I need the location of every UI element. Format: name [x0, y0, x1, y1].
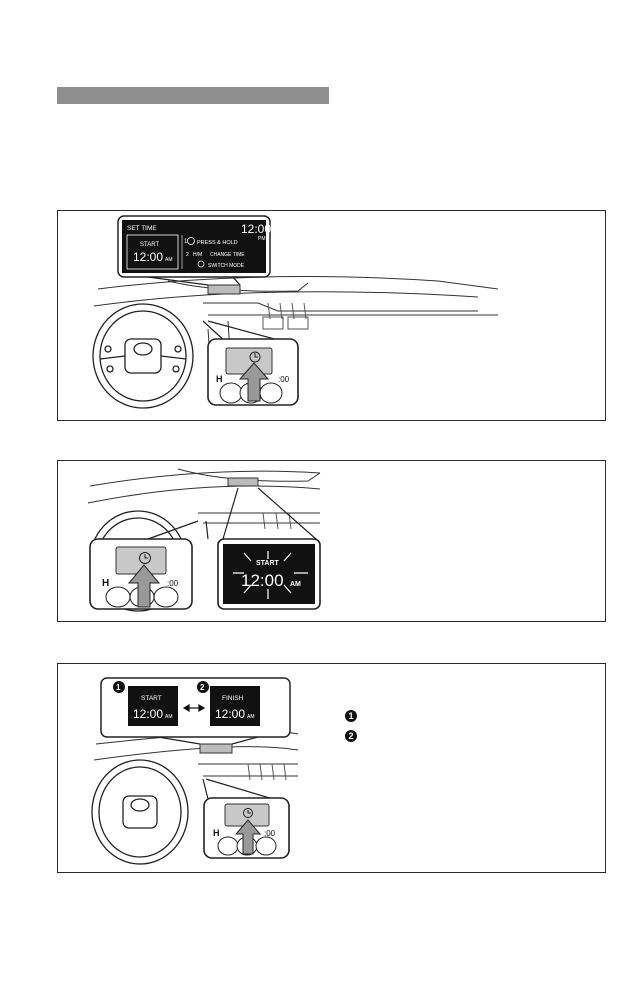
dashboard-illustration: H :00 START 12:00 AM [87, 468, 321, 612]
dashboard-outline [87, 468, 321, 524]
flashing-display-callout: START 12:00 AM [217, 538, 321, 610]
press-arrow-icon [234, 819, 262, 855]
m-button-label: :00 [278, 375, 290, 384]
clock-icon [249, 351, 261, 363]
steering-wheel-icon [92, 303, 194, 409]
step1-text: PRESS & HOLD [197, 240, 238, 246]
lcd-callout: SET TIME START 12:00 AM 12:00 PM 1 PRESS… [117, 215, 271, 278]
illustration-panel-1: SET TIME START 12:00 AM 12:00 PM 1 PRESS… [57, 210, 606, 421]
clock-icon [187, 237, 195, 245]
press-arrow-icon [238, 362, 270, 402]
start-ampm: AM [165, 714, 173, 720]
flash-rays [233, 551, 308, 599]
mode-icon [197, 260, 205, 268]
start-finish-callout: 1 2 START 12:00 AM FINISH 12:00 AM [100, 677, 291, 738]
section-header-bar [57, 87, 329, 104]
step3-text: SWITCH MODE [208, 263, 245, 269]
start-time: 12:00 [133, 250, 163, 264]
steering-wheel-icon [91, 759, 189, 865]
h-button-label: H [213, 828, 220, 838]
dashboard-illustration: 1 2 START 12:00 AM FINISH 12:00 AM [91, 677, 299, 865]
illustration-panel-3: 1 2 START 12:00 AM FINISH 12:00 AM [57, 663, 606, 873]
h-button-label: H [216, 374, 223, 384]
finish-ampm: AM [247, 714, 255, 720]
badge-2-text: 2 [200, 683, 205, 692]
double-arrow-icon [182, 703, 206, 713]
h-button-label: H [102, 578, 109, 589]
lcd-title: SET TIME [127, 225, 157, 232]
clock-ampm: PM [258, 236, 266, 242]
badge-1-text: 1 [116, 683, 121, 692]
step2-text: CHANGE TIME [210, 252, 245, 258]
button-panel-callout: H :00 [89, 538, 193, 610]
dashboard-outline [93, 731, 299, 777]
dashboard-illustration: SET TIME START 12:00 AM 12:00 PM 1 PRESS… [92, 215, 499, 409]
finish-time: 12:00 [215, 707, 245, 721]
list-number-1: 1 [345, 710, 357, 722]
start-label: START [256, 560, 280, 567]
numbered-list: 1 2 [345, 706, 357, 746]
finish-label: FINISH [222, 695, 244, 702]
badge-2 [197, 681, 209, 693]
ampm: AM [290, 581, 301, 588]
illustration-panel-2: H :00 START 12:00 AM [57, 460, 606, 622]
clock-time: 12:00 [241, 222, 271, 236]
start-ampm: AM [165, 257, 173, 263]
clock-icon [243, 808, 253, 818]
list-number-2: 2 [345, 730, 357, 742]
start-label: START [141, 695, 162, 702]
list-item: 1 [345, 706, 357, 726]
press-arrow-icon [127, 564, 161, 608]
list-item: 2 [345, 726, 357, 746]
start-time: 12:00 [133, 707, 163, 721]
step2-key: H/M [193, 252, 202, 258]
clock-icon [139, 552, 151, 564]
flashing-time: 12:00 [241, 571, 284, 590]
m-button-label: :00 [264, 829, 276, 838]
start-label: START [140, 242, 159, 248]
m-button-label: :00 [167, 579, 179, 588]
badge-1 [113, 681, 125, 693]
button-panel-callout: H :00 [203, 797, 290, 859]
step2-num: 2 [186, 252, 189, 258]
button-panel-callout: H :00 [207, 338, 299, 406]
step1-num: 1 [184, 239, 188, 245]
